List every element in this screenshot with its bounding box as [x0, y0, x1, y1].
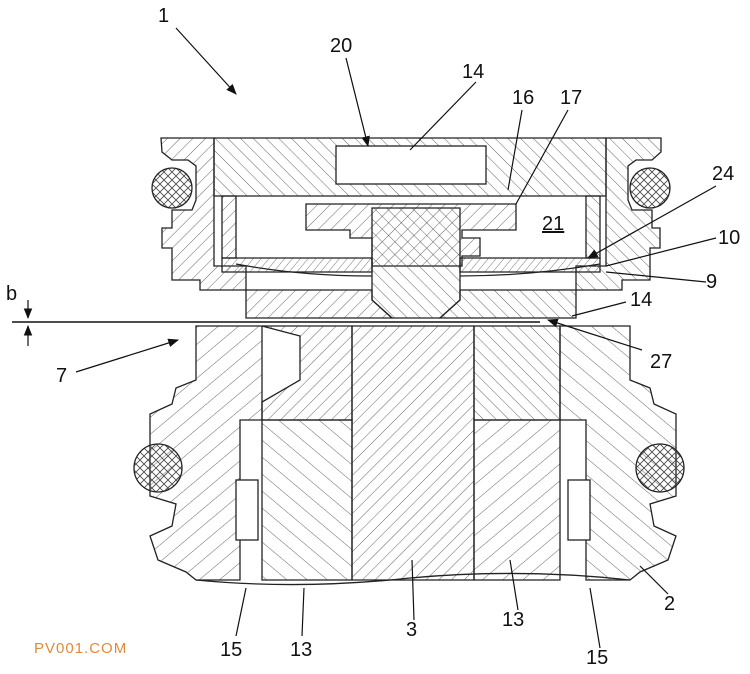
label-3: 3 — [406, 619, 417, 641]
label-15-right: 15 — [586, 647, 608, 669]
label-15-left: 15 — [220, 639, 242, 661]
label-24: 24 — [712, 163, 734, 185]
upper-housing — [160, 137, 662, 319]
label-16: 16 — [512, 87, 534, 109]
label-17: 17 — [560, 87, 582, 109]
label-10: 10 — [718, 227, 740, 249]
label-7: 7 — [56, 365, 67, 387]
label-27: 27 — [650, 351, 672, 373]
label-9: 9 — [706, 271, 717, 293]
label-13-right: 13 — [502, 609, 524, 631]
o-rings-lower — [133, 443, 685, 493]
label-20: 20 — [330, 35, 352, 57]
label-14-right: 14 — [630, 289, 652, 311]
label-2: 2 — [664, 593, 675, 615]
lower-body — [149, 325, 677, 586]
leader-lines — [23, 27, 717, 649]
label-13-left: 13 — [290, 639, 312, 661]
label-b: b — [6, 283, 17, 305]
label-1: 1 — [158, 5, 169, 27]
watermark: PV001.COM — [34, 640, 128, 657]
o-rings-upper — [151, 167, 671, 209]
reference-numerals: 1 20 14 16 17 21 24 10 9 b 14 7 27 15 13… — [6, 5, 740, 669]
label-14-top: 14 — [462, 61, 484, 83]
label-21: 21 — [542, 213, 564, 235]
